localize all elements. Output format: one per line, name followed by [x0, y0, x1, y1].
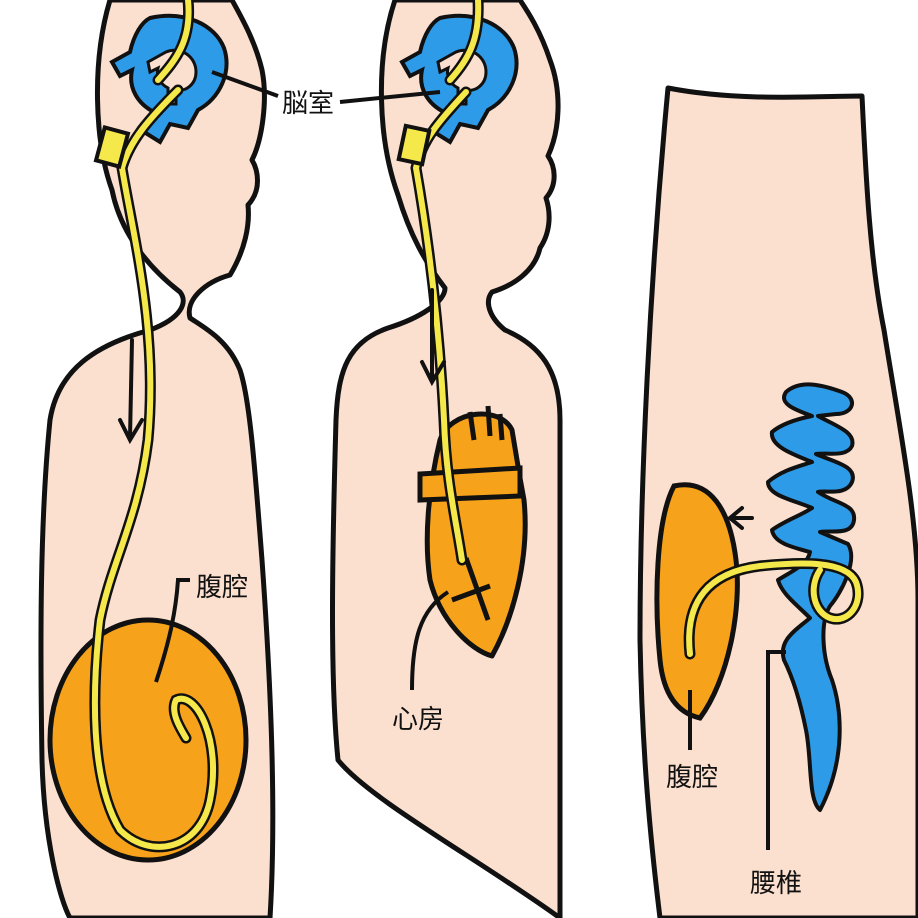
- panel-lp-shunt: 腹腔 腰椎: [640, 88, 918, 918]
- panel-vp-shunt: 腹腔: [41, 0, 278, 918]
- abdominal-cavity-left: [50, 620, 246, 860]
- label-lumbar: 腰椎: [750, 869, 802, 899]
- label-peritoneum-right: 腹腔: [666, 763, 718, 793]
- panel-va-shunt: 脳室 心房: [282, 0, 560, 918]
- label-peritoneum-left: 腹腔: [196, 573, 248, 603]
- shunt-valve-middle: [399, 126, 430, 164]
- label-atrium: 心房: [392, 705, 444, 735]
- heart-vessel-1: [420, 468, 520, 500]
- label-ventricle: 脳室: [282, 89, 334, 119]
